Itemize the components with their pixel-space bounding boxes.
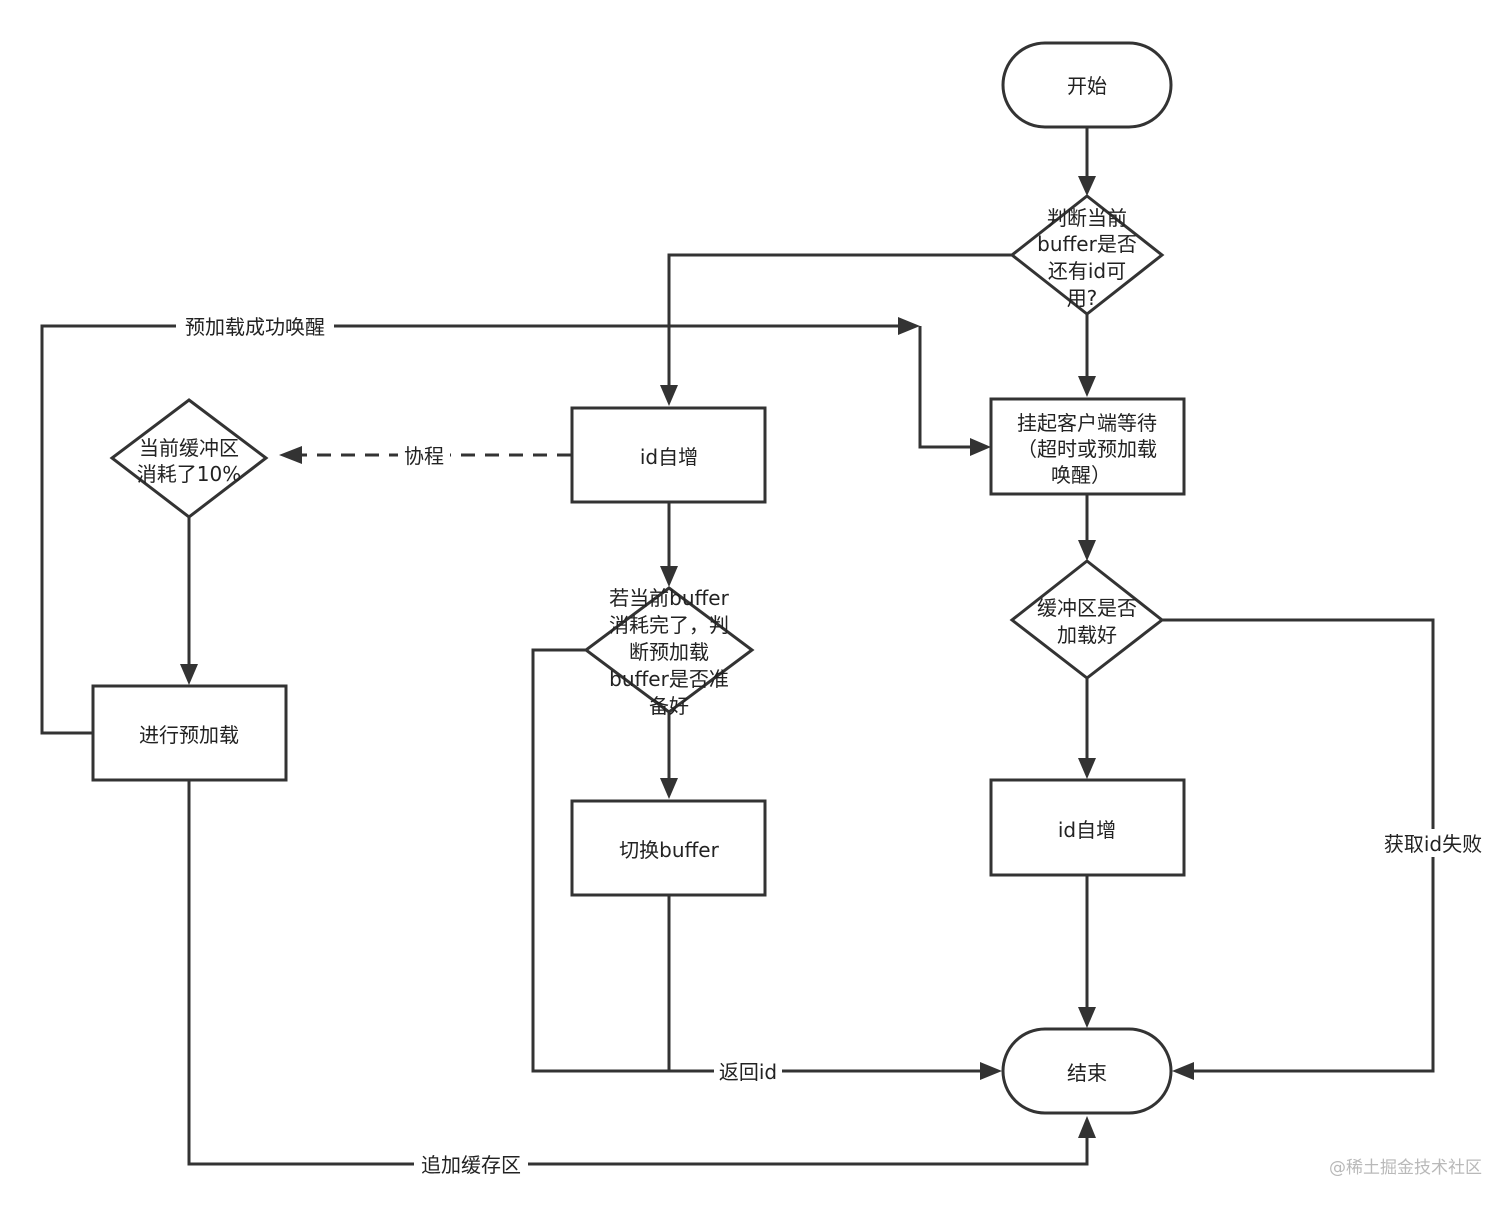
edge-label-preload-wakeup: 预加载成功唤醒 (185, 315, 325, 339)
edge-label-return-id: 返回id (719, 1060, 777, 1084)
do-preload-box (91, 684, 288, 782)
check-buffer-label-line3: 还有id可 (1048, 259, 1126, 283)
check-preload-label-line5: 备好 (649, 694, 689, 718)
check-preload-label-line2: 消耗完了，判 (609, 613, 729, 637)
arrowhead (898, 317, 920, 335)
edge-switch-return (667, 895, 982, 1073)
start-label: 开始 (1067, 74, 1107, 98)
arrowhead (660, 566, 678, 587)
consumed-10-label-line1: 当前缓冲区 (139, 436, 239, 460)
check-preload-decision (583, 586, 755, 714)
start-node (1001, 41, 1173, 129)
arrowhead (1078, 1116, 1096, 1138)
buffer-loaded-label-line2: 加载好 (1057, 623, 1117, 647)
suspend-client-label-line1: 挂起客户端等待 (1017, 411, 1157, 435)
id-increment-right-label: id自增 (1058, 818, 1116, 842)
buffer-loaded-label-line1: 缓冲区是否 (1037, 596, 1137, 620)
arrowhead (980, 1062, 1002, 1080)
edge-check-to-id-mid (667, 253, 1012, 387)
suspend-client-box (989, 397, 1186, 496)
consumed-10-decision (109, 398, 269, 519)
end-node (1001, 1027, 1173, 1115)
edge-label-append-buffer: 追加缓存区 (421, 1153, 521, 1177)
check-buffer-label-line4: 用? (1067, 286, 1098, 310)
check-preload-label-line1: 若当前buffer (609, 586, 729, 610)
edge-preload-check-return (531, 648, 669, 1073)
do-preload-label: 进行预加载 (139, 723, 239, 747)
switch-buffer-label: 切换buffer (619, 838, 719, 862)
check-buffer-label-line2: buffer是否 (1037, 232, 1137, 256)
arrowhead (279, 446, 302, 464)
arrowhead (1078, 176, 1096, 196)
check-buffer-label-line1: 判断当前 (1047, 206, 1127, 230)
check-preload-label-line3: 断预加载 (629, 640, 709, 664)
arrowhead (1078, 376, 1096, 397)
arrowhead (1078, 758, 1096, 779)
edge-label-coroutine: 协程 (404, 444, 444, 468)
arrowhead (1078, 540, 1096, 561)
arrowhead (660, 385, 678, 406)
suspend-client-label-line2: （超时或预加载 (1017, 437, 1157, 461)
id-increment-mid-box (570, 406, 767, 504)
arrowhead (660, 778, 678, 799)
switch-buffer-box (570, 799, 767, 897)
edge-preload-wakeup (40, 324, 900, 735)
end-label: 结束 (1067, 1061, 1107, 1085)
consumed-10-label-line2: 消耗了10% (137, 462, 241, 486)
edge-append-buffer (187, 780, 1089, 1166)
arrowhead (970, 438, 991, 456)
suspend-client-label-line3: 唤醒） (1051, 463, 1111, 487)
buffer-loaded-decision (1009, 559, 1165, 680)
id-increment-right-box (989, 778, 1186, 877)
arrowhead (180, 664, 198, 685)
arrowhead (1172, 1062, 1194, 1080)
watermark: @稀土掘金技术社区 (1329, 1158, 1482, 1178)
arrowhead (1078, 1007, 1096, 1028)
edge-label-get-id-failed: 获取id失败 (1384, 832, 1482, 856)
id-increment-mid-label: id自增 (640, 445, 698, 469)
check-preload-label-line4: buffer是否准 (609, 667, 729, 691)
edge-wakeup-to-suspend (918, 326, 972, 449)
check-buffer-decision (1009, 194, 1165, 316)
